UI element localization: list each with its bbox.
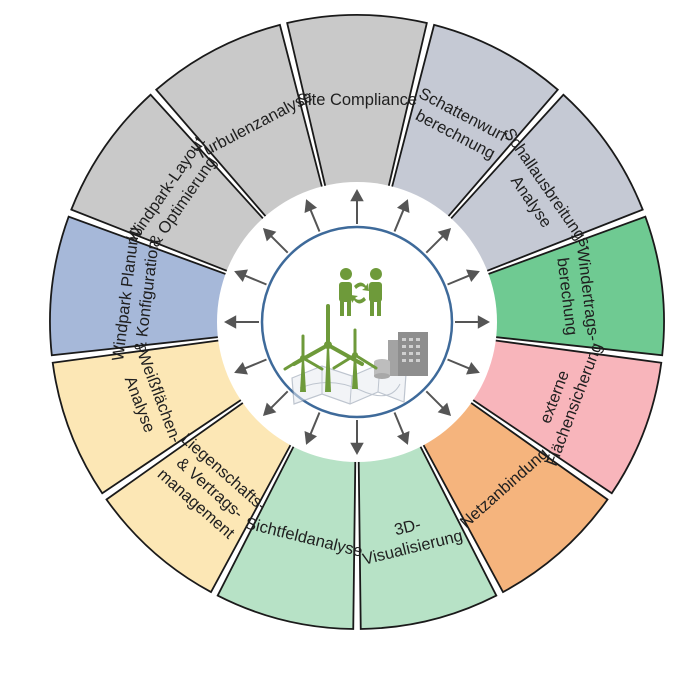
- database-icon: [374, 359, 390, 379]
- building-icon: [388, 332, 428, 376]
- arrow-head: [396, 431, 410, 445]
- wind-turbine-icon: [283, 304, 378, 392]
- arrow-head: [437, 227, 452, 242]
- arrow-line: [308, 412, 321, 437]
- arrow-head: [224, 315, 237, 329]
- arrow-line: [447, 273, 472, 286]
- arrow-line: [242, 273, 267, 286]
- arrow-line: [242, 358, 267, 371]
- arrow-line: [425, 390, 446, 411]
- arrow-head: [304, 199, 318, 213]
- arrow-head: [396, 199, 410, 213]
- arrow-head: [477, 315, 490, 329]
- arrow-head: [262, 402, 277, 417]
- arrow-line: [393, 412, 406, 437]
- arrow-head: [234, 269, 248, 283]
- arrow-head: [304, 431, 318, 445]
- arrow-line: [268, 390, 289, 411]
- arrows-layer: [224, 189, 490, 455]
- people-exchange-icon: [339, 268, 382, 316]
- wind-farm-planning-icon: [283, 268, 428, 405]
- arrow-head: [437, 402, 452, 417]
- arrow-line: [268, 233, 289, 254]
- arrow-line: [425, 233, 446, 254]
- arrow-head: [466, 269, 480, 283]
- arrow-line: [447, 358, 472, 371]
- arrow-line: [393, 207, 406, 232]
- segment-label-line: Site Compliance: [297, 91, 417, 109]
- segment-label-line: 3D-: [393, 515, 423, 539]
- arrow-line: [308, 207, 321, 232]
- segment-label-site-compliance: Site Compliance: [297, 91, 417, 109]
- arrow-head: [262, 227, 277, 242]
- arrow-head: [234, 361, 248, 375]
- arrow-head: [466, 361, 480, 375]
- arrow-head: [350, 189, 364, 202]
- arrow-head: [350, 442, 364, 455]
